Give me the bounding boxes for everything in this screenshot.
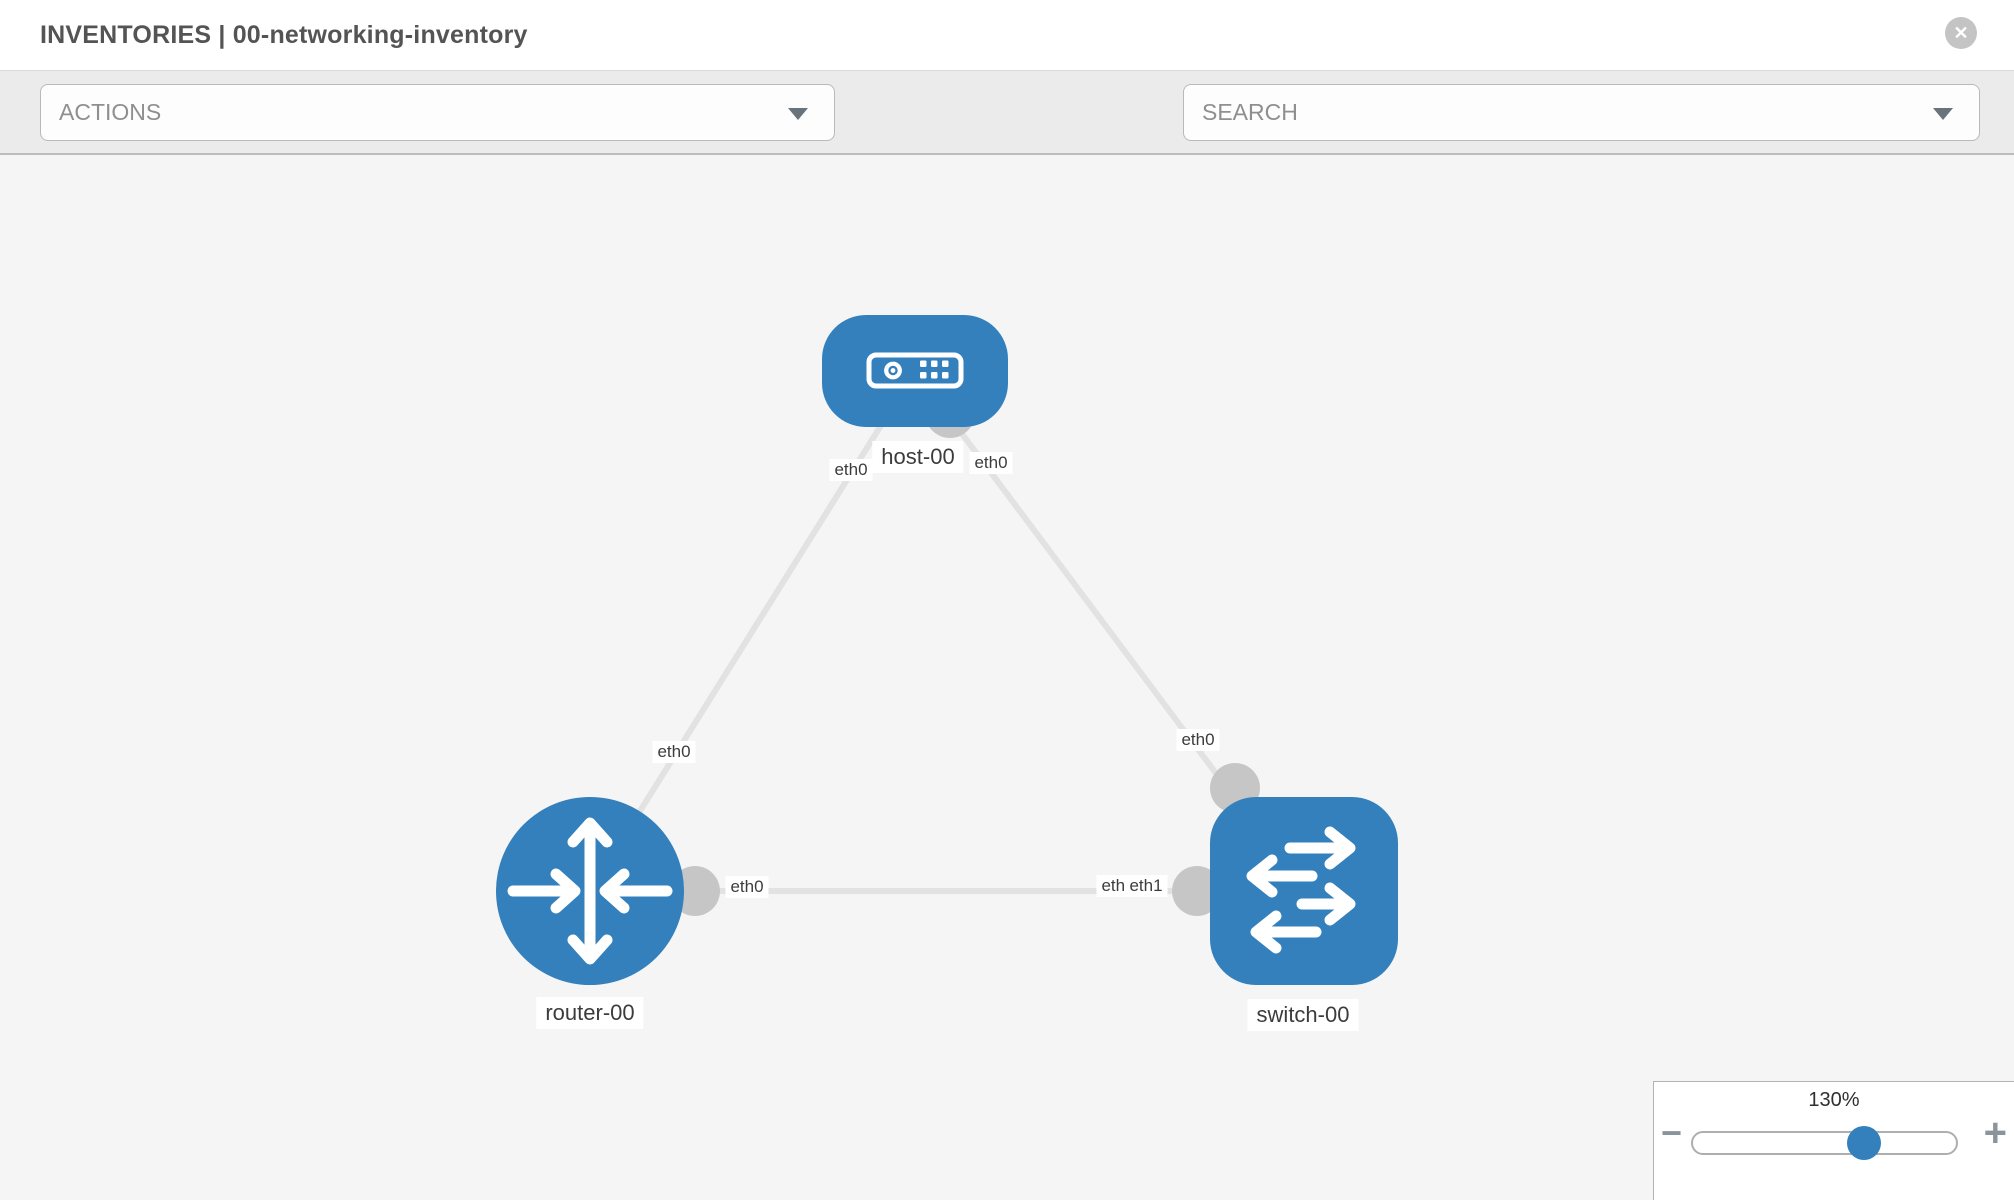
chevron-down-icon xyxy=(788,108,808,120)
zoom-level: 130% xyxy=(1808,1089,1860,1111)
interface-label-router-eth0: eth0 xyxy=(725,876,769,898)
actions-dropdown[interactable]: ACTIONS xyxy=(40,84,835,141)
interface-dot-switch-eth1[interactable] xyxy=(1172,866,1222,916)
router-icon xyxy=(507,817,673,965)
node-router[interactable] xyxy=(496,797,684,985)
interface-label-switch-eth1: eth1 xyxy=(1124,875,1168,897)
interface-label-router-eth0: eth0 xyxy=(652,741,696,763)
topology-canvas[interactable]: host-00 router-00 switch-00 eth0 eth0 et… xyxy=(0,155,2014,1200)
interface-label-host-eth0: eth0 xyxy=(969,452,1013,474)
node-host[interactable] xyxy=(822,315,1008,427)
zoom-in-button[interactable]: + xyxy=(1984,1113,2007,1153)
zoom-slider[interactable] xyxy=(1691,1126,1958,1160)
search-dropdown[interactable]: SEARCH xyxy=(1183,84,1980,141)
switch-icon xyxy=(1246,826,1356,954)
node-switch[interactable] xyxy=(1210,797,1398,985)
zoom-out-button[interactable]: − xyxy=(1661,1115,1682,1151)
header: INVENTORIES | 00-networking-inventory ✕ xyxy=(0,0,2014,70)
search-dropdown-label: SEARCH xyxy=(1202,99,1298,125)
minus-icon: − xyxy=(1661,1112,1683,1153)
actions-dropdown-label: ACTIONS xyxy=(59,99,162,125)
interface-label-switch-eth0: eth0 xyxy=(1176,729,1220,751)
close-button[interactable]: ✕ xyxy=(1945,17,1977,49)
link-router-host[interactable] xyxy=(587,369,918,893)
zoom-slider-thumb[interactable] xyxy=(1847,1126,1881,1160)
page-title: INVENTORIES | 00-networking-inventory xyxy=(40,21,528,49)
node-label-switch: switch-00 xyxy=(1247,999,1359,1031)
node-label-host: host-00 xyxy=(872,441,964,473)
zoom-panel: 130% − + xyxy=(1653,1081,2014,1200)
toolbar: ACTIONS SEARCH xyxy=(0,70,2014,206)
interface-label-host-eth0: eth0 xyxy=(829,459,873,481)
plus-icon: + xyxy=(1983,1111,2007,1155)
node-label-router: router-00 xyxy=(536,997,644,1029)
chevron-down-icon xyxy=(1933,108,1953,120)
server-icon xyxy=(866,352,964,389)
close-icon: ✕ xyxy=(1953,23,1969,43)
